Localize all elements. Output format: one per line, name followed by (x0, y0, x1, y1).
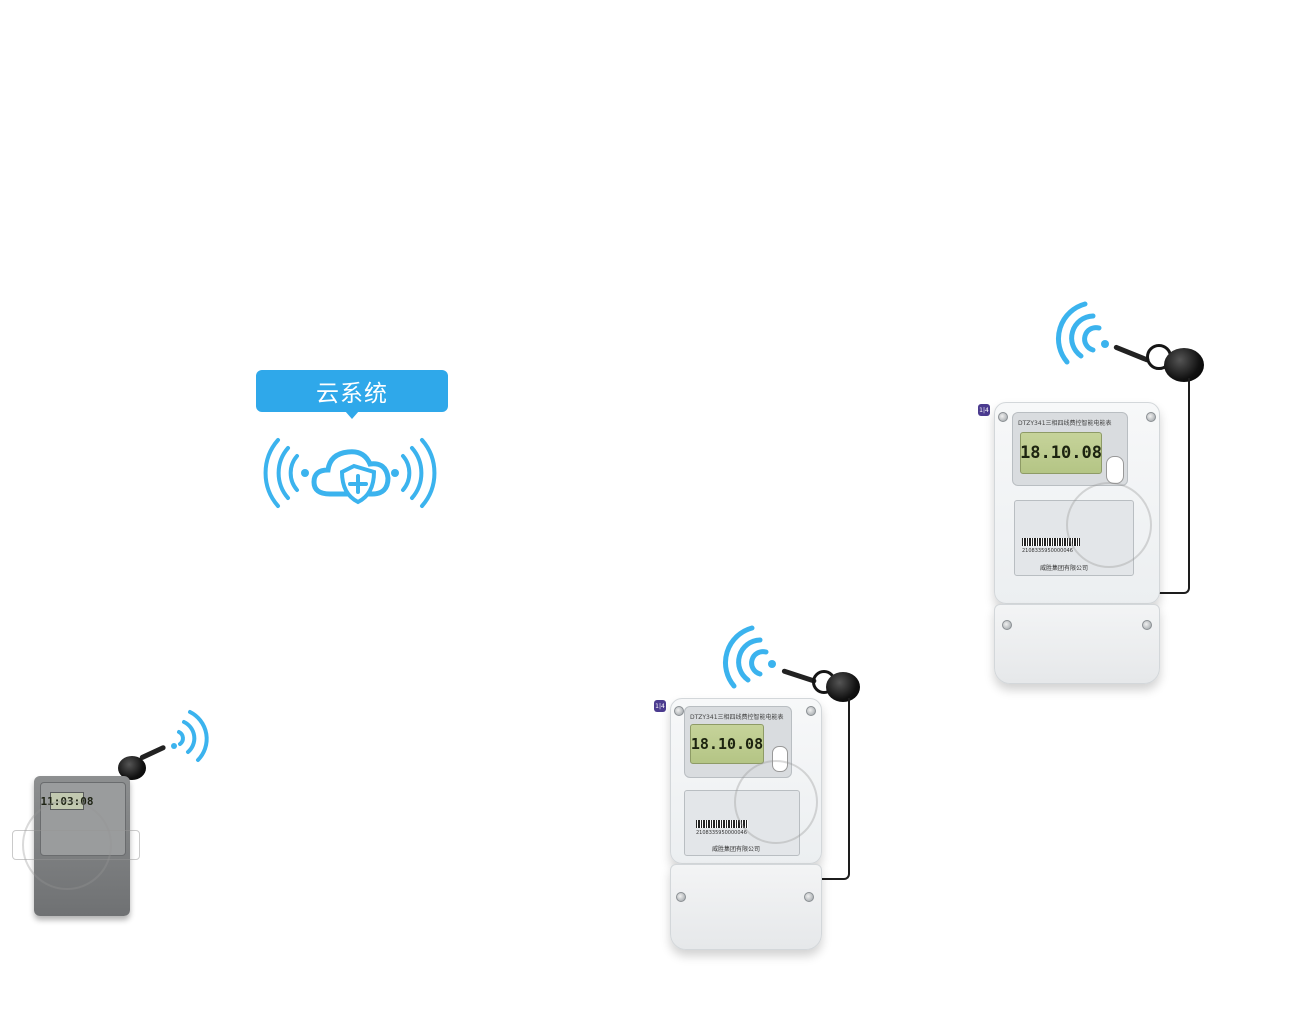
antenna-cable (820, 698, 850, 880)
lcd-display: 18.10.08 (690, 724, 764, 764)
certification-badge: 1|4 (978, 404, 990, 416)
wifi-signal-icon (171, 710, 209, 762)
antenna-cable (1158, 378, 1190, 594)
meter-model: DTZY341三相四线费控智能电能表 (690, 714, 784, 721)
antenna-base (826, 672, 860, 702)
barcode (1022, 538, 1080, 546)
watermark-seal (22, 800, 112, 890)
lcd-display: 18.10.08 (1020, 432, 1102, 474)
cloud-shield-broadcast-icon (263, 438, 437, 508)
barcode (696, 820, 748, 828)
screw (676, 892, 686, 902)
meter-button[interactable] (1106, 456, 1124, 484)
watermark-seal (1066, 482, 1152, 568)
screw (806, 706, 816, 716)
certification-badge: 1|4 (654, 700, 666, 712)
wifi-signal-icon (1055, 301, 1109, 365)
screw (804, 892, 814, 902)
serial-number: 2108335950000046 (696, 830, 747, 836)
meter-lower-body (994, 604, 1160, 684)
watermark-seal (734, 760, 818, 844)
meter-lower-body (670, 864, 822, 950)
antenna-stub (1113, 344, 1151, 364)
screw (1142, 620, 1152, 630)
screw (674, 706, 684, 716)
manufacturer: 威胜集团有限公司 (712, 846, 761, 853)
wifi-signal-icon (722, 625, 776, 689)
screw (1146, 412, 1156, 422)
manufacturer: 威胜集团有限公司 (1040, 565, 1089, 572)
screw (998, 412, 1008, 422)
watermark-frame (12, 830, 140, 860)
antenna-base (1164, 348, 1204, 382)
serial-number: 2108335950000046 (1022, 548, 1073, 554)
screw (1002, 620, 1012, 630)
meter-model: DTZY341三相四线费控智能电能表 (1018, 420, 1112, 427)
cloud-system-label: 云系统 (256, 370, 448, 419)
antenna-stub (138, 744, 167, 761)
